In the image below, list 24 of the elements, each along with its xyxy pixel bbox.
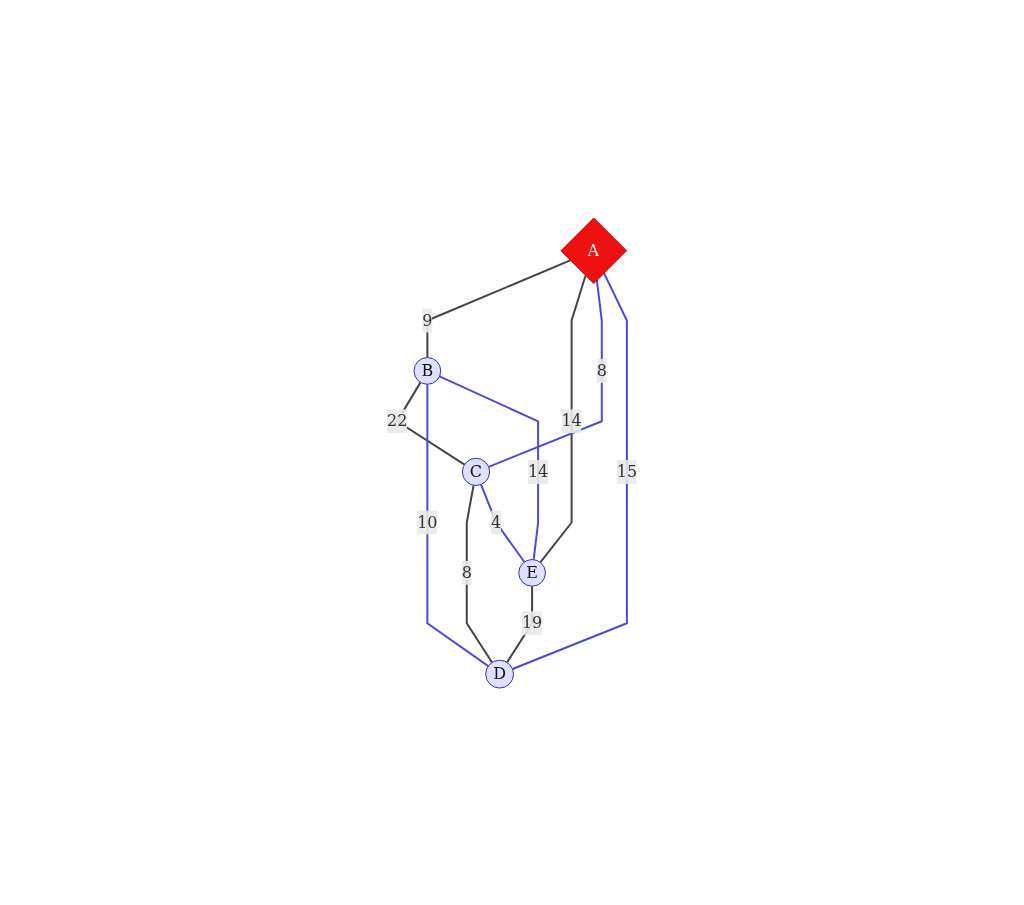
edge-label: 8 — [596, 360, 607, 380]
edge-label: 22 — [386, 410, 408, 430]
edge-label: 8 — [461, 562, 472, 582]
node-diamond: A — [560, 216, 627, 284]
connector — [438, 374, 540, 561]
connector — [539, 274, 587, 563]
connector — [506, 584, 534, 663]
node-circle: C — [461, 457, 491, 486]
connector — [426, 382, 490, 667]
connector — [511, 271, 628, 670]
edge-label: 14 — [561, 410, 582, 430]
connector — [426, 258, 572, 358]
connector — [480, 483, 526, 563]
edge-label: 9 — [422, 310, 433, 330]
edge-label: 14 — [527, 461, 549, 481]
node-circle: D — [485, 659, 514, 689]
connector — [465, 483, 494, 663]
node-circle: B — [413, 356, 442, 385]
connector — [487, 278, 603, 468]
edge-label: 10 — [417, 512, 438, 532]
edge-label: 15 — [616, 461, 638, 481]
edge-label: 19 — [521, 612, 543, 632]
edge-label: 4 — [491, 512, 502, 532]
node-circle: E — [518, 558, 546, 587]
